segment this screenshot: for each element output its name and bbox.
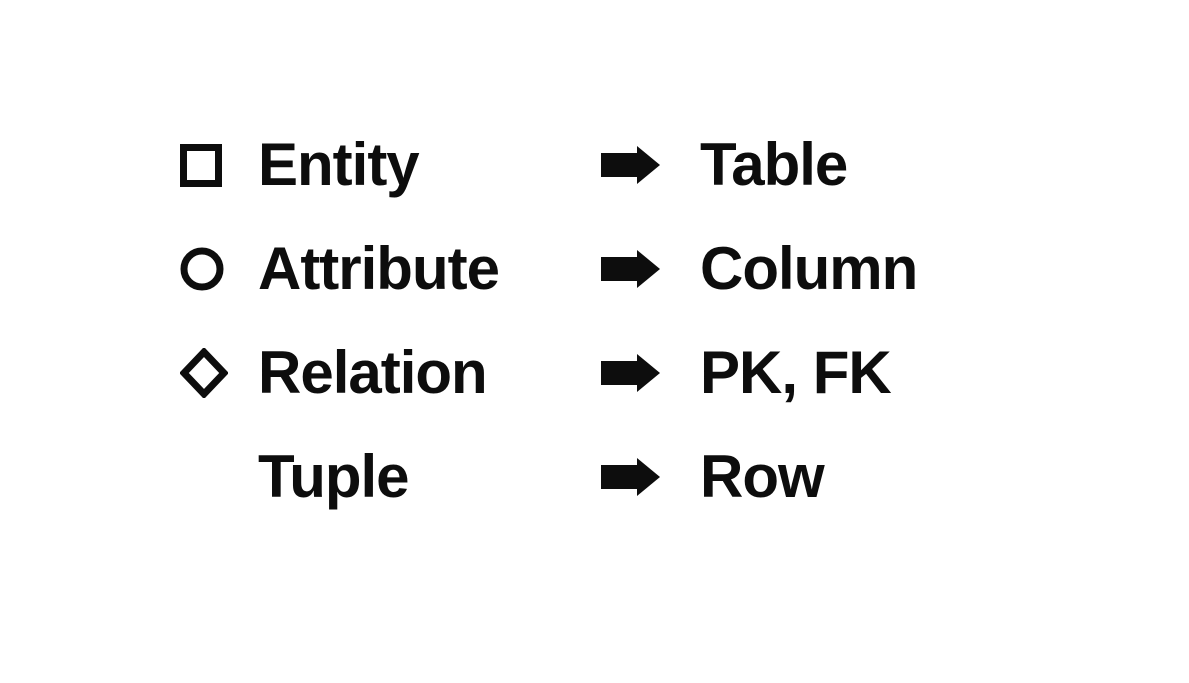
relational-term-label: Table <box>700 131 848 198</box>
arrow-cell <box>601 146 700 184</box>
mapping-row-tuple: Tuple Row <box>180 425 917 529</box>
arrow-right-icon <box>601 354 660 392</box>
relational-term-label: Column <box>700 235 918 302</box>
entity-icon-cell <box>180 143 258 187</box>
square-icon <box>180 143 222 187</box>
attribute-icon-cell <box>180 247 258 291</box>
arrow-cell <box>601 354 700 392</box>
mapping-row-relation: Relation PK, FK <box>180 321 917 425</box>
mapping-row-entity: Entity Table <box>180 113 917 217</box>
er-term-label: Attribute <box>258 235 500 302</box>
relation-icon-cell <box>180 348 258 398</box>
mapping-row-attribute: Attribute Column <box>180 217 918 321</box>
arrow-right-icon <box>601 250 660 288</box>
relational-term-label: PK, FK <box>700 339 892 406</box>
arrow-cell <box>601 250 700 288</box>
diamond-icon <box>180 348 228 398</box>
arrow-right-icon <box>601 458 660 496</box>
er-term-label: Tuple <box>258 443 410 510</box>
relational-term-label: Row <box>700 443 825 510</box>
arrow-cell <box>601 458 700 496</box>
circle-icon <box>180 247 224 291</box>
er-term-label: Entity <box>258 131 420 198</box>
er-to-relational-mapping-diagram: Entity Table Attribute Column <box>180 113 918 529</box>
er-term-label: Relation <box>258 339 488 406</box>
arrow-right-icon <box>601 146 660 184</box>
